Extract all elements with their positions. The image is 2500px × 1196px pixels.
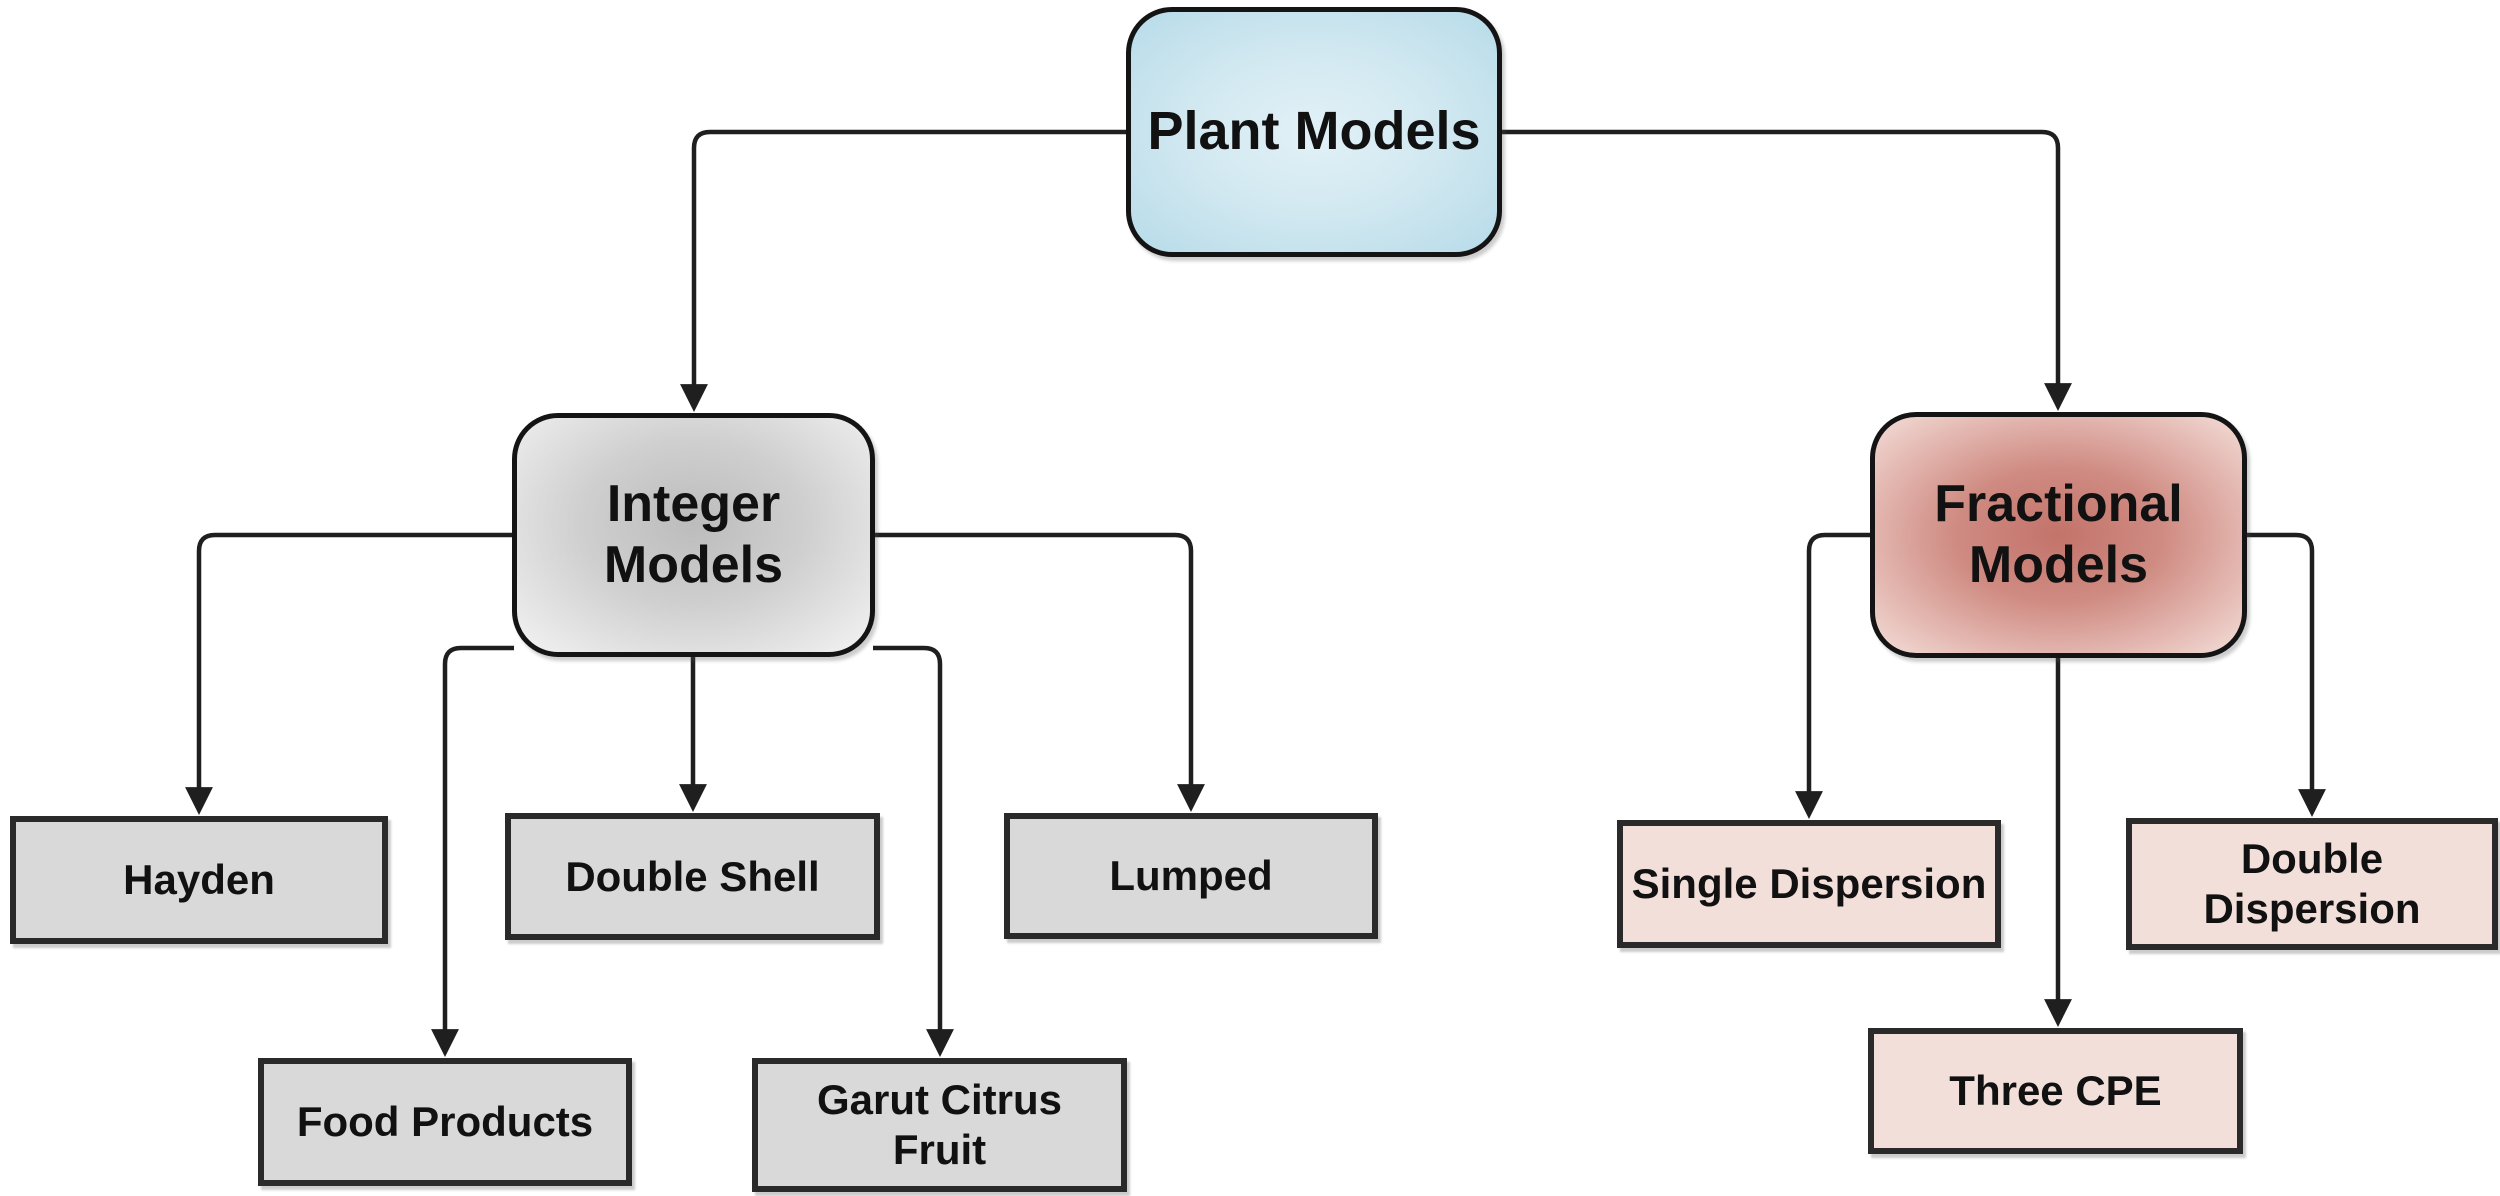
node-double-dispersion: Double Dispersion	[2126, 818, 2498, 950]
edge-fractional-models-to-single-dispersion	[1795, 532, 1872, 819]
node-double-shell: Double Shell	[505, 813, 880, 940]
node-three-cpe-label: Three CPE	[1949, 1067, 2162, 1115]
node-integer-models: Integer Models	[512, 413, 875, 657]
edge-integer-models-to-lumped	[873, 532, 1205, 812]
edge-fractional-models-to-double-dispersion	[2245, 532, 2326, 817]
node-lumped-label: Lumped	[1109, 852, 1273, 900]
node-plant-models-label: Plant Models	[1147, 101, 1481, 162]
node-double-dispersion-label-line2: Dispersion	[2203, 885, 2421, 932]
edge-integer-models-to-food-products	[431, 645, 514, 1057]
edge-plant-models-to-integer-models	[680, 129, 1128, 412]
node-garut-citrus-fruit-label-line2: Fruit	[892, 1126, 987, 1173]
node-garut-citrus-fruit-label-line1: Garut Citrus	[816, 1076, 1063, 1124]
node-hayden: Hayden	[10, 816, 388, 944]
edge-integer-models-to-hayden	[185, 532, 514, 815]
edge-integer-models-to-garut-citrus-fruit	[873, 645, 954, 1057]
node-double-dispersion-label-line1: Double	[2240, 835, 2384, 883]
node-hayden-label: Hayden	[123, 856, 275, 904]
node-plant-models: Plant Models	[1126, 7, 1502, 257]
node-single-dispersion-label: Single Dispersion	[1631, 860, 1987, 908]
node-integer-models-label-line1: Integer	[606, 474, 781, 533]
node-food-products-label: Food Products	[296, 1098, 594, 1146]
node-integer-models-label-line2: Models	[603, 536, 784, 594]
node-double-shell-label: Double Shell	[565, 852, 820, 900]
edge-plant-models-to-fractional-models	[1500, 129, 2072, 411]
node-fractional-models: Fractional Models	[1870, 412, 2247, 658]
node-garut-citrus-fruit: Garut Citrus Fruit	[752, 1058, 1127, 1192]
node-fractional-models-label-line2: Models	[1968, 536, 2149, 594]
node-food-products: Food Products	[258, 1058, 632, 1186]
node-fractional-models-label-line1: Fractional	[1934, 474, 2183, 533]
node-single-dispersion: Single Dispersion	[1617, 820, 2001, 948]
node-three-cpe: Three CPE	[1868, 1028, 2243, 1154]
node-lumped: Lumped	[1004, 813, 1378, 939]
